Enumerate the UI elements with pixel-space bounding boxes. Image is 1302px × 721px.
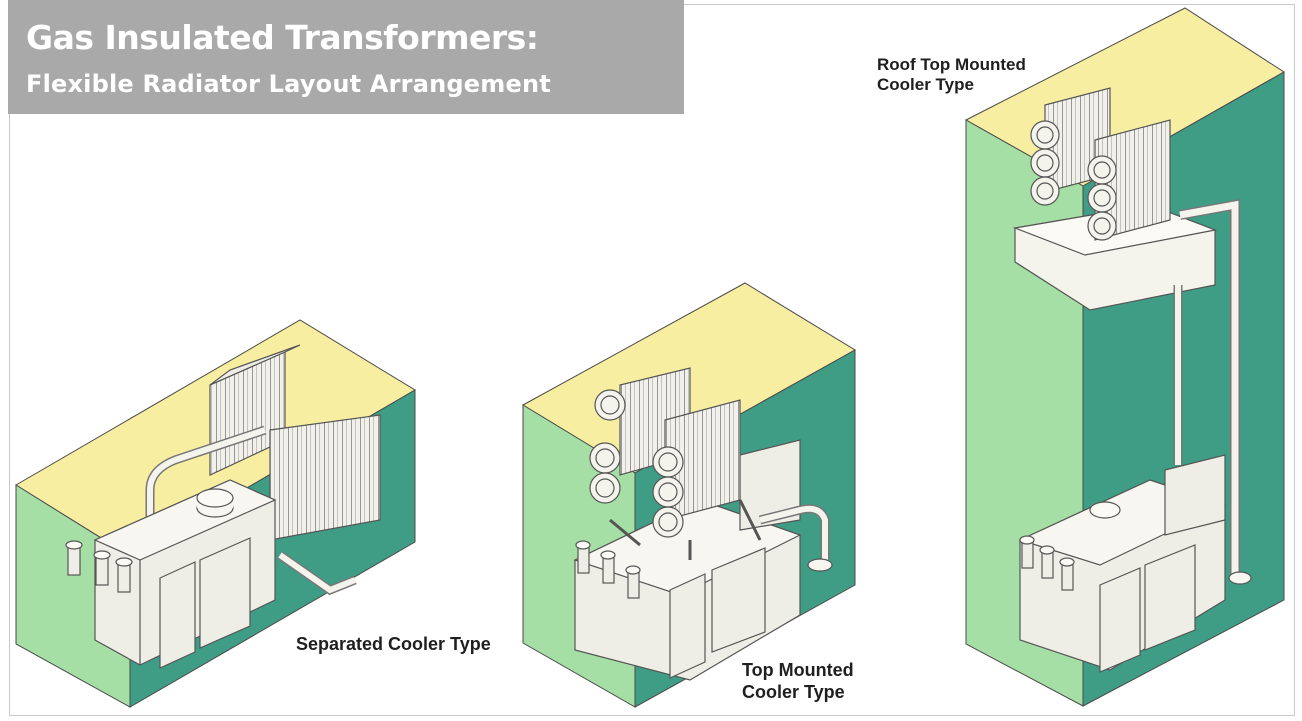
page-title: Gas Insulated Transformers:	[26, 18, 539, 57]
caption-separated-text: Separated Cooler Type	[296, 634, 491, 654]
caption-roof-line2: Cooler Type	[877, 75, 974, 94]
page-subtitle: Flexible Radiator Layout Arrangement	[26, 70, 551, 98]
caption-roof-top: Roof Top Mounted Cooler Type	[877, 55, 1026, 95]
caption-top-line2: Cooler Type	[742, 682, 845, 702]
caption-top-mounted: Top Mounted Cooler Type	[742, 659, 854, 703]
top-mounted-transformer	[573, 367, 833, 681]
caption-roof-line1: Roof Top Mounted	[877, 55, 1026, 74]
caption-top-line1: Top Mounted	[742, 660, 854, 680]
roof-top-transformer	[1012, 87, 1252, 673]
title-banner: Gas Insulated Transformers: Flexible Rad…	[8, 0, 684, 114]
caption-separated-cooler: Separated Cooler Type	[296, 633, 491, 655]
separated-cooler-transformer	[65, 344, 381, 669]
